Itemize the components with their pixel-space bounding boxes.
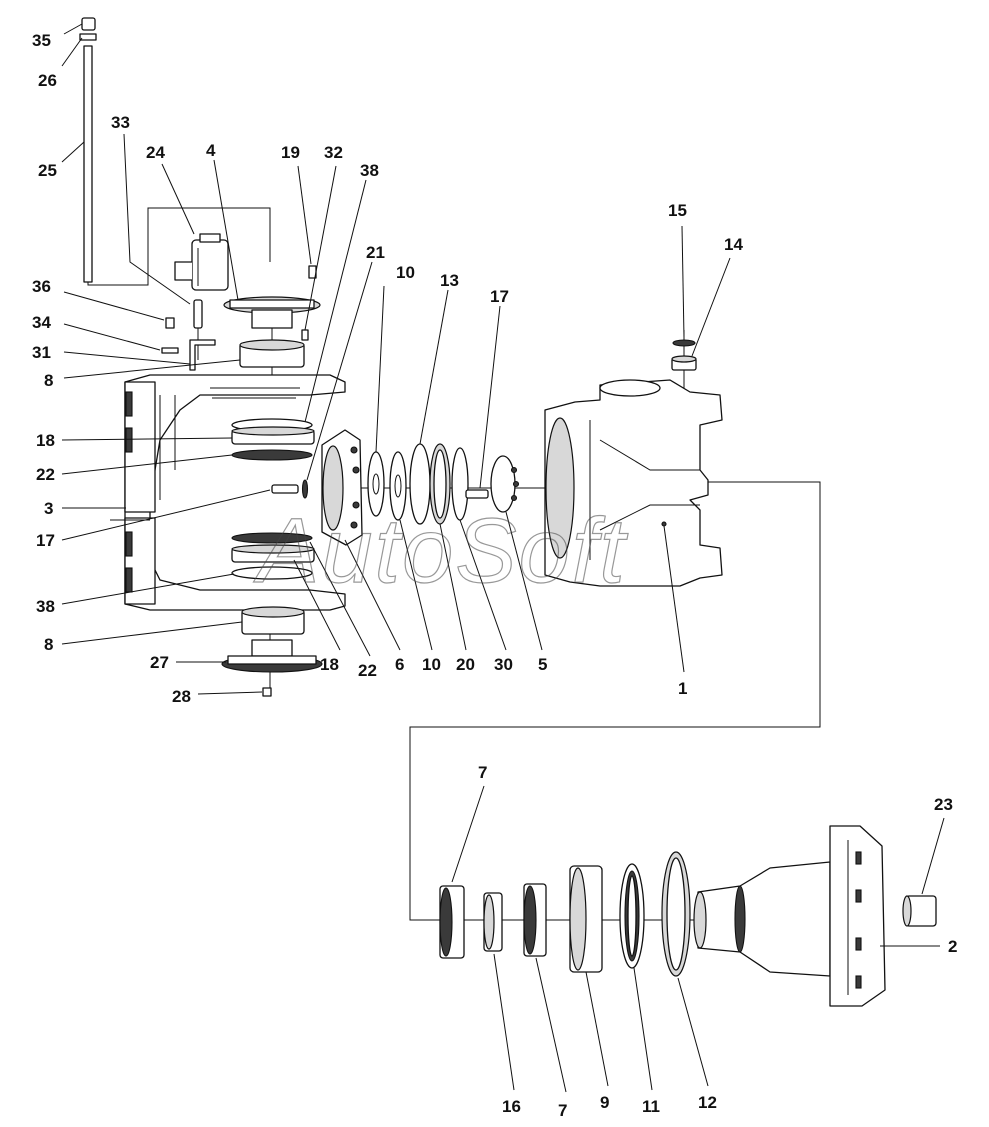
- bushing-14: [671, 355, 697, 371]
- fitting-32: [301, 329, 309, 341]
- callout-26: 26: [38, 71, 57, 90]
- flange-6: [321, 429, 363, 546]
- callout-2: 2: [948, 937, 957, 956]
- ring-12: [661, 851, 691, 977]
- callout-38-top: 38: [360, 161, 379, 180]
- callout-8-top: 8: [44, 371, 53, 390]
- callout-7-top: 7: [478, 763, 487, 782]
- callout-5: 5: [538, 655, 547, 674]
- callout-13-top: 13: [440, 271, 459, 290]
- knuckle-housing-3: [110, 374, 346, 611]
- callout-15: 15: [668, 201, 687, 220]
- shim-38-lower: [231, 566, 313, 580]
- washer-34: [161, 347, 179, 354]
- callout-12: 12: [698, 1093, 717, 1112]
- pin-17-right: [465, 489, 489, 499]
- callout-7-bottom: 7: [558, 1101, 567, 1120]
- callout-22-bottom: 22: [358, 661, 377, 680]
- callout-17-left: 17: [36, 531, 55, 550]
- callout-32: 32: [324, 143, 343, 162]
- callout-11: 11: [642, 1097, 660, 1116]
- bearing-8-lower: [241, 606, 305, 635]
- washer-26: [79, 33, 97, 41]
- callout-1: 1: [678, 679, 687, 698]
- leader-lines: [61, 23, 945, 1093]
- callout-36: 36: [32, 277, 51, 296]
- callout-3: 3: [44, 499, 53, 518]
- callout-30: 30: [494, 655, 513, 674]
- callout-22-top: 22: [36, 465, 55, 484]
- callout-9: 9: [600, 1093, 609, 1112]
- ring-15: [672, 339, 696, 347]
- bearing-7-left: [439, 885, 465, 959]
- bearing-8-upper: [239, 339, 305, 368]
- axle-housing-1: [544, 379, 723, 587]
- callout-34: 34: [32, 313, 51, 332]
- pin-17-left: [271, 484, 299, 494]
- top-cap-4: [223, 296, 321, 329]
- bolt-36: [165, 317, 175, 329]
- sensor-24: [174, 233, 229, 291]
- callout-8-bottom: 8: [44, 635, 53, 654]
- bracket-31: [189, 339, 216, 371]
- callout-23: 23: [934, 795, 953, 814]
- callout-24: 24: [146, 143, 165, 162]
- seal-22-upper: [231, 449, 313, 461]
- bearing-race-18-lower: [231, 544, 315, 563]
- callout-labels: 35 26 25 33 24 4 19 32 38 21 10 13 17 15…: [32, 31, 957, 1120]
- bearing-race-18-upper: [231, 426, 315, 445]
- callout-33: 33: [111, 113, 130, 132]
- callout-28: 28: [172, 687, 191, 706]
- callout-35: 35: [32, 31, 51, 50]
- callout-18-top: 18: [36, 431, 55, 450]
- callout-25: 25: [38, 161, 57, 180]
- callout-6: 6: [395, 655, 404, 674]
- cap-23: [902, 895, 937, 927]
- kingpin-25: [83, 45, 93, 283]
- callout-21: 21: [366, 243, 385, 262]
- bearing-7-right: [523, 883, 547, 957]
- bearing-cup-9: [569, 865, 603, 973]
- pin-33: [193, 299, 203, 329]
- callout-20: 20: [456, 655, 475, 674]
- washer-10-b: [389, 451, 407, 521]
- nut-35: [81, 17, 96, 31]
- callout-31: 31: [32, 343, 51, 362]
- cap-5: [490, 455, 520, 513]
- grease-nipple-28: [262, 687, 272, 697]
- spindle-2: [693, 825, 886, 1007]
- callout-14: 14: [724, 235, 743, 254]
- callout-16: 16: [502, 1097, 521, 1116]
- callout-10-top: 10: [396, 263, 415, 282]
- watermark-text: AutoSoft: [253, 500, 628, 602]
- seal-11: [619, 863, 645, 969]
- callout-19: 19: [281, 143, 300, 162]
- callout-10-bottom: 10: [422, 655, 441, 674]
- callout-17-right: 17: [490, 287, 509, 306]
- callout-4: 4: [206, 141, 216, 160]
- bottom-cap-27: [221, 639, 323, 673]
- seal-22-lower: [231, 532, 313, 544]
- ring-21: [301, 479, 309, 499]
- callout-38-bottom: 38: [36, 597, 55, 616]
- callout-18-bottom: 18: [320, 655, 339, 674]
- callout-27: 27: [150, 653, 169, 672]
- spacer-16: [483, 892, 503, 952]
